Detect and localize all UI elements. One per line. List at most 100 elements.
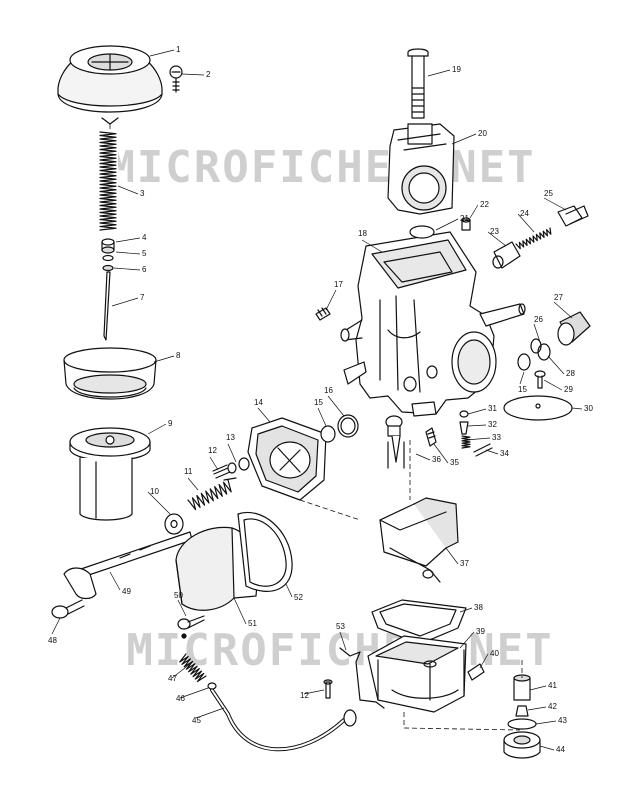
- callout-1: 1: [176, 45, 181, 54]
- choke-bracket-part: [387, 123, 455, 215]
- callout-9: 9: [168, 419, 173, 428]
- callout-29: 29: [564, 385, 573, 394]
- leader-line: [459, 607, 473, 613]
- float-bowl-part: [367, 635, 467, 713]
- callout-20: 20: [478, 129, 487, 138]
- float-part: [379, 497, 459, 583]
- callout-6: 6: [142, 265, 147, 274]
- callout-46: 46: [176, 694, 185, 703]
- leader-line: [415, 453, 431, 461]
- callout-13: 13: [226, 433, 235, 442]
- callout-5: 5: [142, 249, 147, 258]
- leader-line: [485, 449, 499, 455]
- callout-30: 30: [584, 404, 593, 413]
- leader-line: [147, 491, 171, 515]
- leader-line: [195, 707, 225, 719]
- bowl-gasket-part: [371, 599, 467, 645]
- callout-21: 21: [460, 214, 469, 223]
- leader-line: [517, 213, 535, 233]
- callout-labels: 1 2 3 4 5 6 7 8 9 10 11 12 13 14 15 16 1…: [48, 45, 593, 754]
- callout-34: 34: [500, 449, 509, 458]
- callout-33: 33: [492, 433, 501, 442]
- callout-47: 47: [168, 674, 177, 683]
- leader-line: [533, 323, 541, 343]
- leader-line: [571, 407, 583, 410]
- leader-line: [339, 631, 347, 651]
- leader-line: [181, 73, 205, 76]
- leader-line: [51, 617, 61, 635]
- choke-nut-part: [557, 205, 589, 227]
- leader-line: [487, 231, 507, 247]
- leader-line: [435, 218, 459, 231]
- callout-49: 49: [122, 587, 131, 596]
- plate-30-part: [503, 395, 573, 421]
- leader-line: [547, 355, 565, 375]
- callout-27: 27: [554, 293, 563, 302]
- callout-43: 43: [558, 716, 567, 725]
- leader-line: [227, 443, 237, 463]
- needle-stack-part: [101, 238, 115, 341]
- callout-40: 40: [490, 649, 499, 658]
- plug-22-part: [461, 217, 471, 231]
- leader-line: [361, 239, 383, 253]
- callout-15b: 15: [518, 385, 527, 394]
- leader-line: [317, 407, 327, 427]
- callout-11: 11: [184, 467, 193, 476]
- vacuum-piston-part: [69, 427, 151, 521]
- callout-36: 36: [432, 455, 441, 464]
- leader-line: [153, 355, 175, 363]
- o-ring-15b-part: [517, 353, 531, 371]
- leader-line: [209, 456, 219, 471]
- leader-line: [445, 547, 459, 565]
- callout-12b: 12: [300, 691, 309, 700]
- callout-24: 24: [520, 209, 529, 218]
- throttle-housing-part: [247, 417, 327, 501]
- cap-screw-part: [169, 65, 183, 93]
- callout-10: 10: [150, 487, 159, 496]
- callout-42: 42: [548, 702, 557, 711]
- leader-line: [177, 599, 187, 617]
- callout-51: 51: [248, 619, 257, 628]
- callout-35: 35: [450, 458, 459, 467]
- adjuster-bolt-part: [407, 48, 429, 119]
- cover-gasket-part: [237, 511, 293, 592]
- leader-line: [451, 133, 477, 145]
- leader-line: [527, 706, 547, 711]
- throttle-cover-part: [175, 526, 258, 611]
- leader-line: [111, 297, 139, 307]
- callout-19: 19: [452, 65, 461, 74]
- callout-22: 22: [480, 200, 489, 209]
- callout-14: 14: [254, 398, 263, 407]
- o-rings-part: [320, 414, 359, 443]
- leader-line: [465, 437, 491, 441]
- top-cap-part: [57, 45, 163, 125]
- screw-12b-part: [323, 679, 333, 699]
- leader-line: [553, 301, 573, 319]
- return-spring-part: [187, 477, 237, 511]
- leader-line: [469, 204, 479, 219]
- diaphragm-part: [63, 347, 157, 400]
- stop-screw-part: [51, 599, 85, 619]
- callout-17: 17: [334, 280, 343, 289]
- o-ring-21-part: [409, 225, 435, 239]
- callout-8: 8: [176, 351, 181, 360]
- callout-45: 45: [192, 716, 201, 725]
- leader-line: [257, 407, 271, 423]
- leader-line: [115, 251, 141, 255]
- leader-line: [147, 423, 167, 435]
- callout-41: 41: [548, 681, 557, 690]
- screw-washer-part: [212, 457, 250, 479]
- leader-line: [303, 689, 325, 695]
- throttle-shaft-part: [63, 531, 193, 600]
- callout-39: 39: [476, 627, 485, 636]
- watermark-top: MICROFICHES.NET: [108, 142, 535, 193]
- assembly-lines: [109, 124, 523, 731]
- leader-line: [543, 379, 563, 391]
- callout-32: 32: [488, 420, 497, 429]
- leader-line: [187, 477, 199, 491]
- callout-52: 52: [294, 593, 303, 602]
- callout-4: 4: [142, 233, 147, 242]
- leader-line: [285, 583, 293, 598]
